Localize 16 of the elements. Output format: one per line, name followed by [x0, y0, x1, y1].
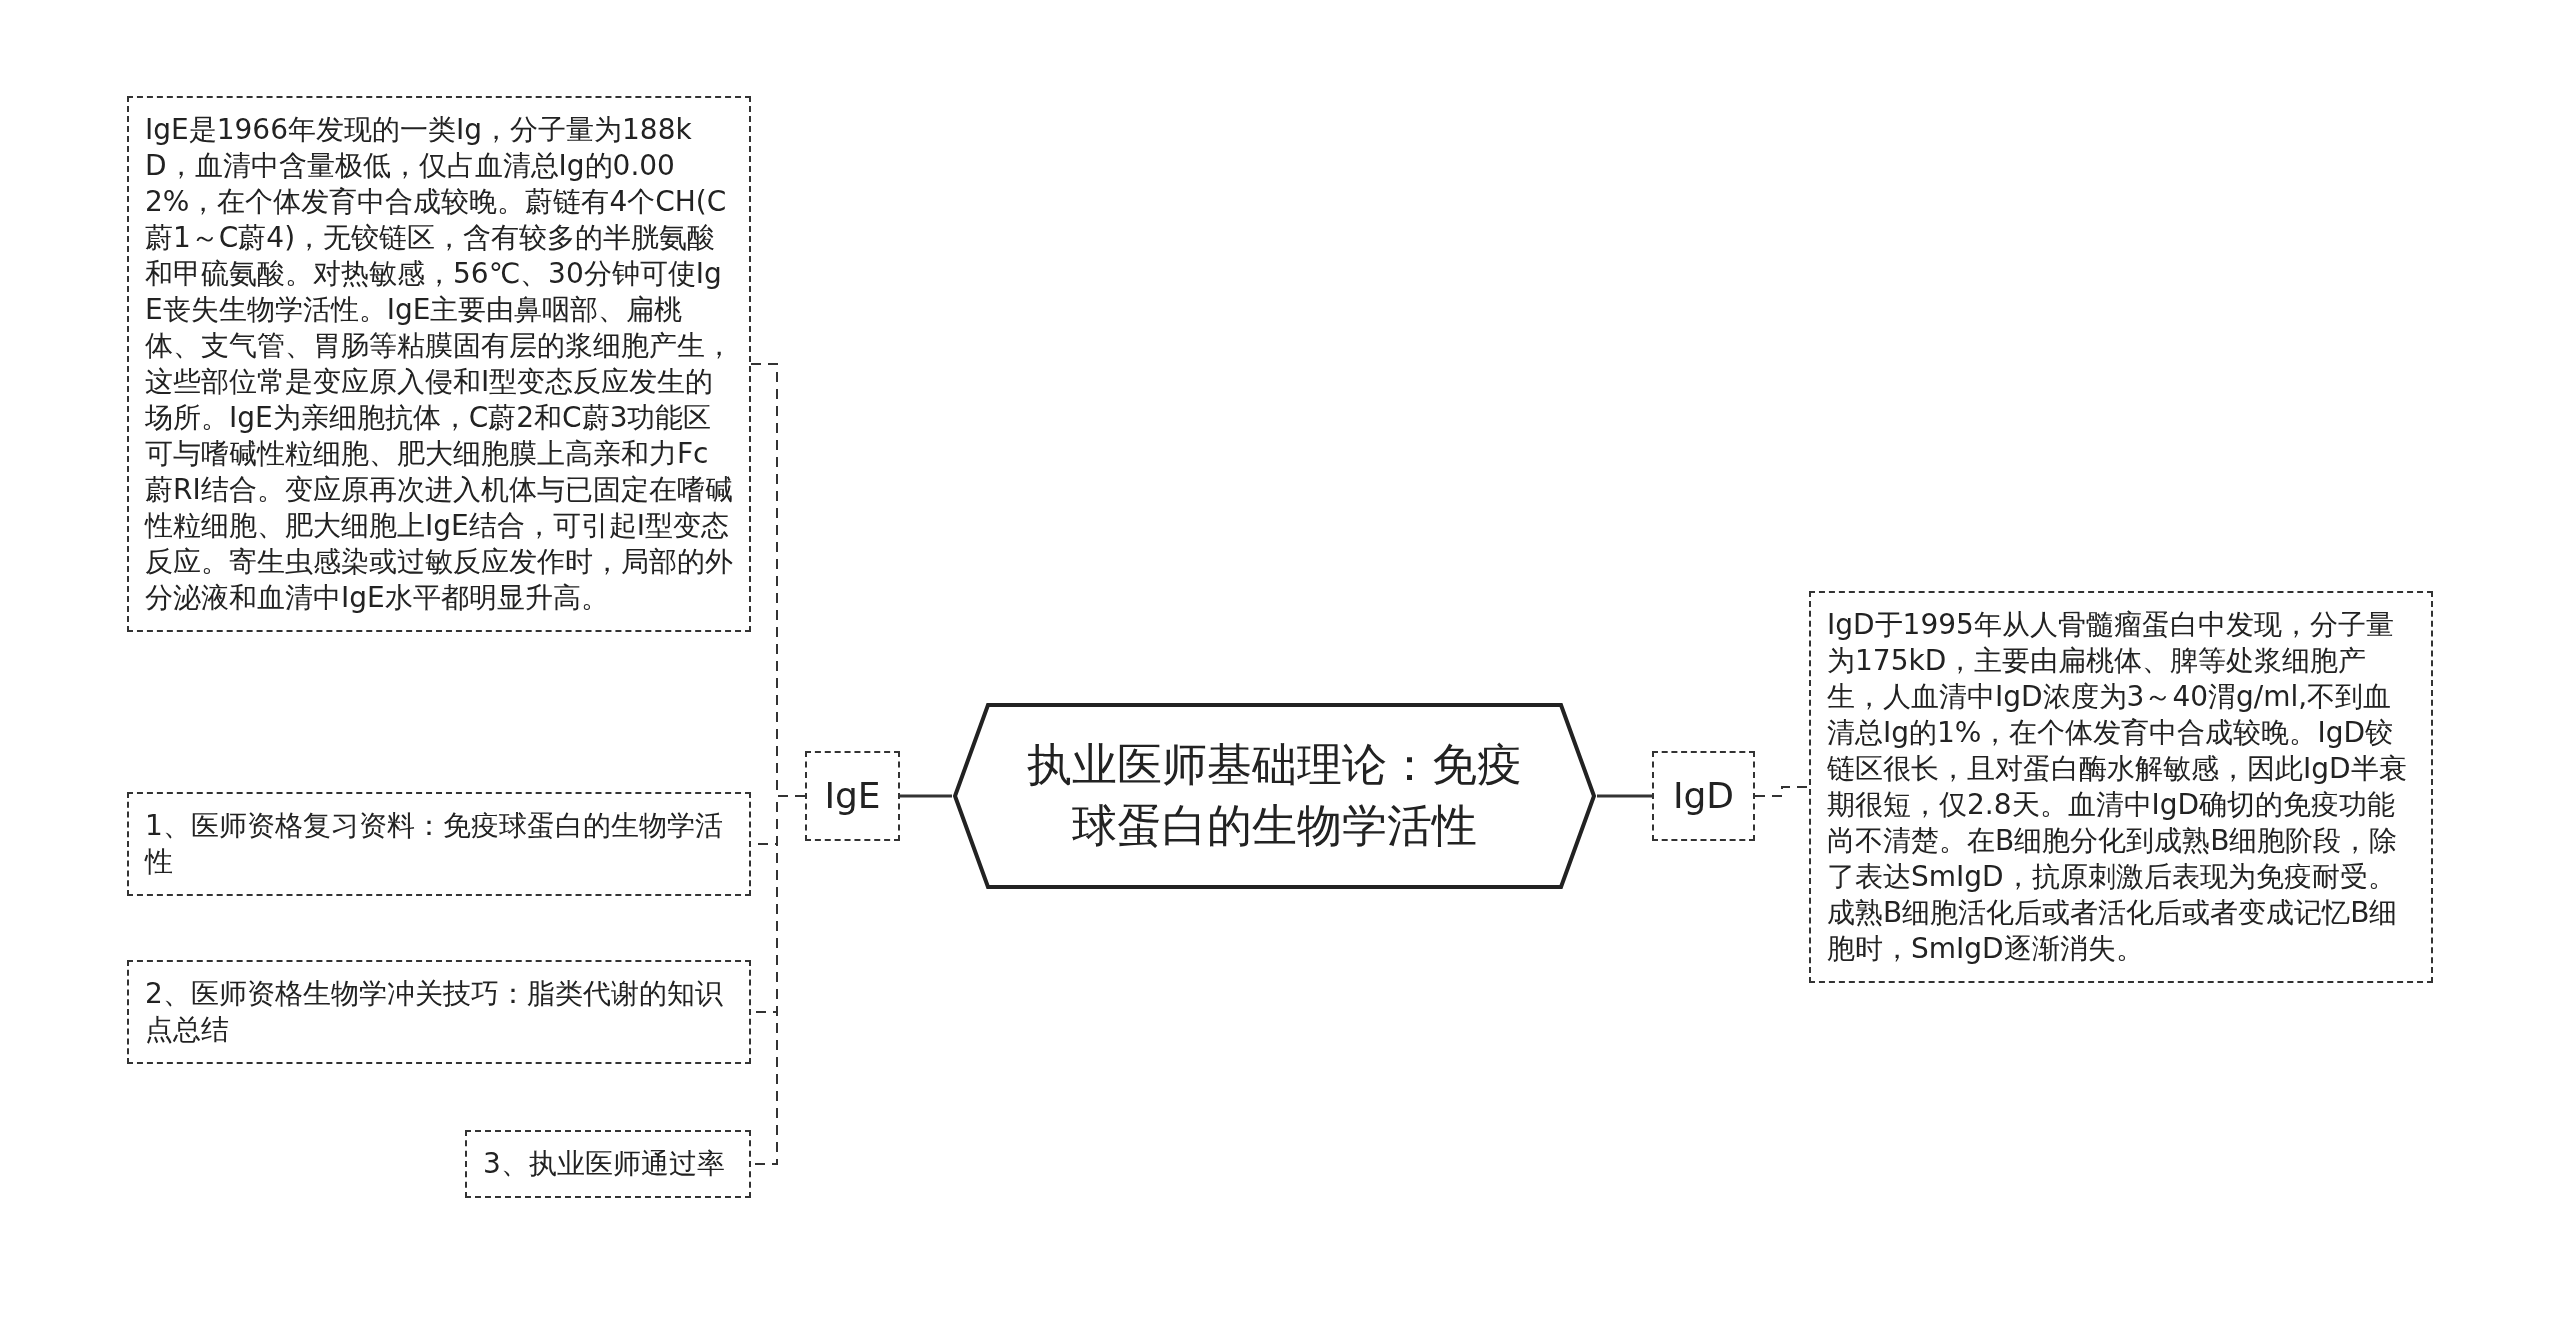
note-text: 1、医师资格复习资料：免疫球蛋白的生物学活性 [145, 808, 724, 880]
topic-title: 执业医师基础理论：免疫球蛋白的生物学活性 [1026, 737, 1523, 854]
note-box [127, 960, 751, 1064]
connector-line [1597, 794, 1652, 798]
note-text: IgD于1995年从人骨髓瘤蛋白中发现，分子量为175kD，主要由扁桃体、脾等处浆细胞产生，人血清中IgD浓度为3～40渭g/ml,不到血清总Ig的1%，在个体发育中合成较晚。IgD铰链区很长，且对蛋白酶水解敏感，因此IgD半衰期很短，仅2.8天。血清中IgD确切的免疫功能尚不清楚。在B细胞分化到成熟B细胞阶段，除了表达SmIgD，抗原刺激后表现为免疫耐受。成熟B细胞活化后或者活化后或者变成记忆B细胞时，SmIgD逐渐消失。 [1827, 607, 2408, 967]
branch-label: IgE [824, 774, 881, 818]
note-text: 2、医师资格生物学冲关技巧：脂类代谢的知识点总结 [145, 976, 724, 1048]
note-box [465, 1130, 751, 1198]
branch-label: IgD [1672, 774, 1735, 818]
connector-line [1754, 786, 1810, 797]
branch-box [1652, 751, 1755, 841]
connector-line [900, 794, 952, 798]
note-text: 3、执业医师通过率 [483, 1146, 725, 1182]
note-box [127, 792, 751, 896]
branch-box [805, 751, 900, 841]
note-text: IgE是1966年发现的一类Ig，分子量为188kD，血清中含量极低，仅占血清总Ig的0.002%，在个体发育中合成较晚。蔚链有4个CH(C蔚1～C蔚4)，无铰链区，含有较多的半胱氨酸和甲硫氨酸。对热敏感，56℃、30分钟可使IgE丧失生物学活性。IgE主要由鼻咽部、扁桃体、支气管、胃肠等粘膜固有层的浆细胞产生，这些部位常是变应原入侵和I型变态反应发生的场所。IgE为亲细胞抗体，C蔚2和C蔚3功能区可与嗜碱性粒细胞、肥大细胞膜上高亲和力Fc蔚RⅠ结合。变应原再次进入机体与已固定在嗜碱性粒细胞、肥大细胞上IgE结合，可引起Ⅰ型变态反应。寄生虫感染或过敏反应发作时，局部的外分泌液和血清中IgE水平都明显升高。 [145, 112, 733, 616]
